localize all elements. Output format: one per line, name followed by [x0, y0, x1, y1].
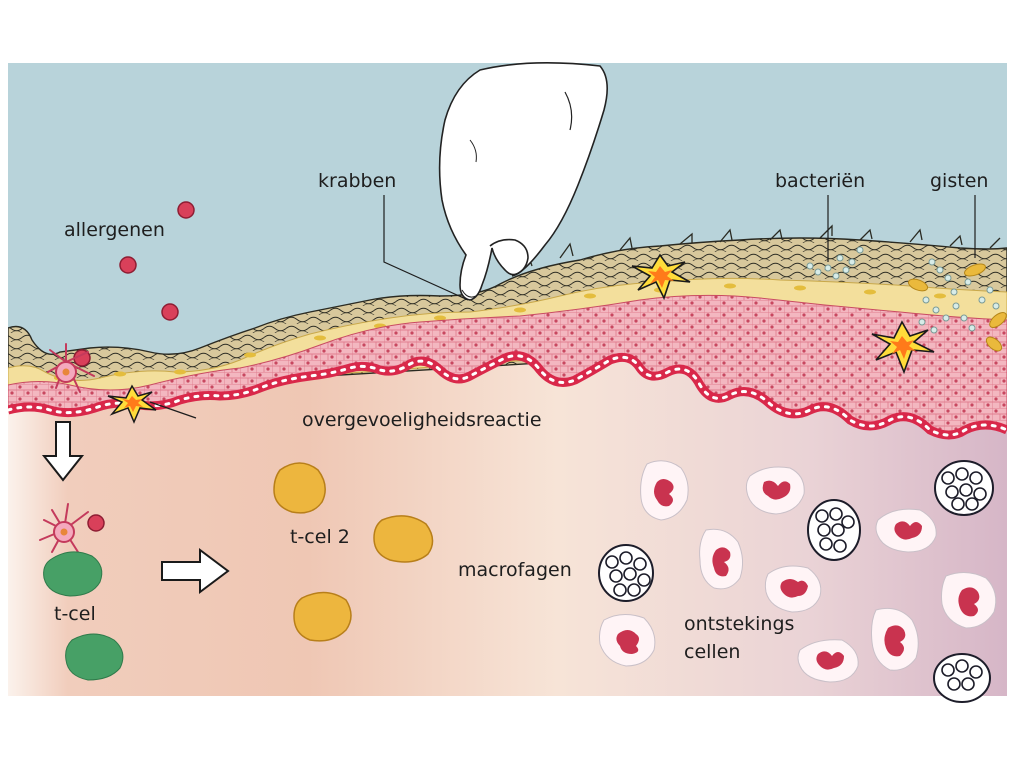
- process-arrow-icon: [41, 421, 85, 482]
- macrophage-cell: [933, 653, 991, 703]
- dendritic-cell-icon: [47, 343, 95, 393]
- macrophage-cell: [934, 460, 994, 516]
- label-krabben: krabben: [318, 170, 396, 192]
- t-cell-2: [373, 515, 434, 563]
- process-arrow-icon: [161, 548, 230, 594]
- dendritic-cell-icon: [39, 503, 89, 553]
- inflammatory-cells: [599, 460, 997, 683]
- label-t-cel-2: t-cel 2: [290, 526, 350, 548]
- label-allergenen: allergenen: [64, 219, 165, 241]
- label-bacterien: bacteriën: [775, 170, 865, 192]
- t-cell: [43, 551, 103, 597]
- label-cellen: cellen: [684, 641, 740, 663]
- t-cell-2: [293, 591, 352, 642]
- macrophage-cell: [807, 499, 861, 561]
- t-cell-2: [273, 462, 326, 514]
- label-t-cel: t-cel: [54, 603, 96, 625]
- label-ontstekings: ontstekings: [684, 613, 794, 635]
- yeast-cells: [907, 263, 1007, 352]
- irritation-spark-icon: [107, 384, 157, 424]
- scratching-hand-icon: [438, 62, 608, 301]
- t-cell: [65, 633, 124, 681]
- leader-lines: [149, 195, 976, 419]
- macrophage-cell: [598, 544, 654, 602]
- irritation-spark-icon: [871, 320, 935, 375]
- allergen-particles: [73, 201, 195, 532]
- label-overgevoeligheidsreactie: overgevoeligheidsreactie: [302, 409, 542, 431]
- label-macrofagen: macrofagen: [458, 559, 572, 581]
- stratum-basale-dots: [8, 354, 1007, 437]
- dermis: [8, 350, 1007, 696]
- irritation-spark-icon: [631, 253, 691, 301]
- label-gisten: gisten: [930, 170, 988, 192]
- bacteria-cluster: [806, 246, 1000, 334]
